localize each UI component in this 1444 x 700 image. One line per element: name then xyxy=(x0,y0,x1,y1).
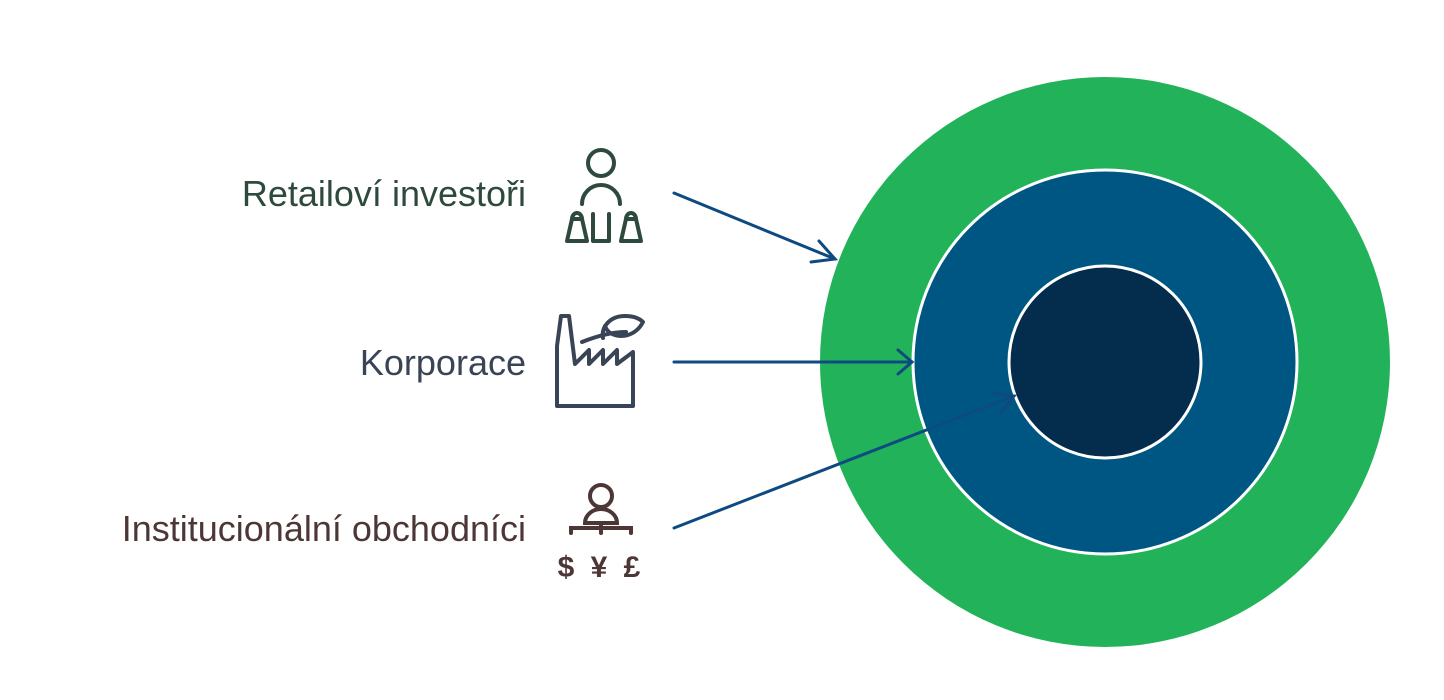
inner-core xyxy=(1007,264,1203,460)
shopper-icon xyxy=(565,148,643,243)
currency-symbols: $ ¥ £ xyxy=(558,551,645,584)
label-institutional-traders: Institucionální obchodníci xyxy=(121,508,526,549)
arrow-institutional xyxy=(672,391,1017,530)
arrow-corporations xyxy=(672,348,915,376)
currency-trader-icon xyxy=(569,483,633,535)
arrow-retail xyxy=(672,191,839,264)
label-corporations: Korporace xyxy=(359,342,526,383)
label-retail-investors: Retailoví investoři xyxy=(241,173,526,214)
factory-leaf-icon xyxy=(555,314,645,408)
